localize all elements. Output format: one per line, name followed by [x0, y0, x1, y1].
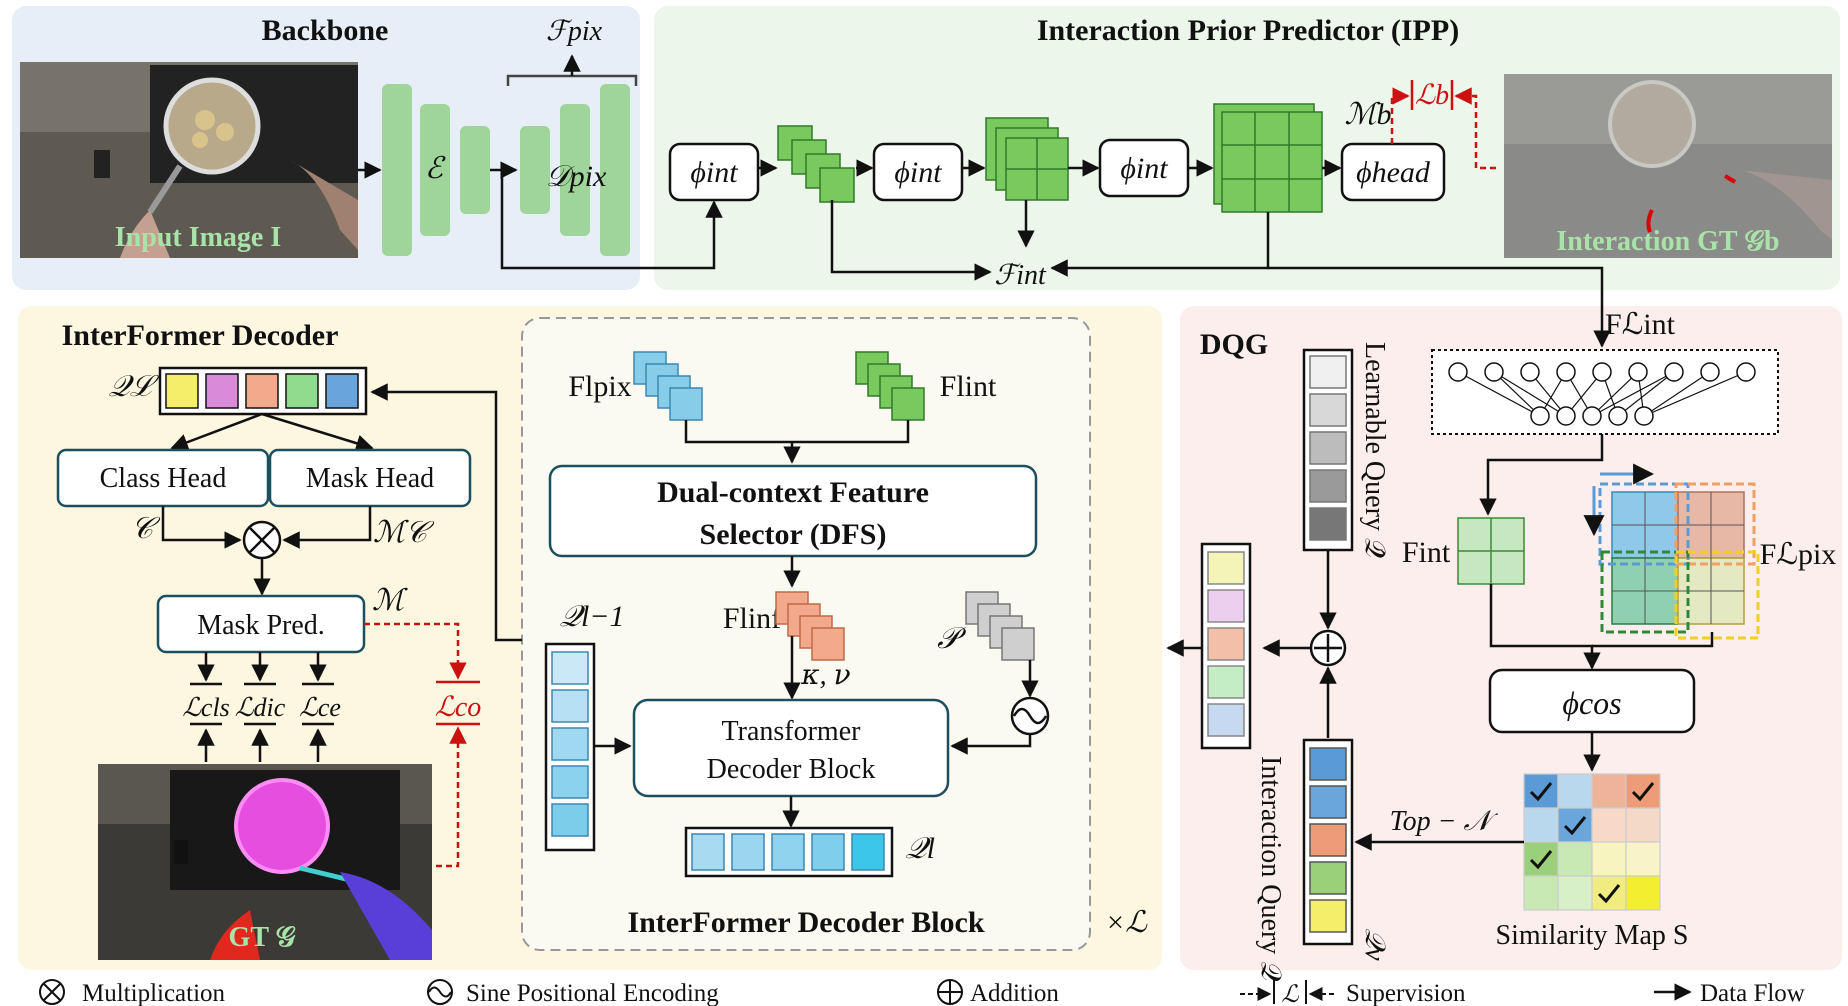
phi-int-label-3: ϕint: [1120, 152, 1168, 185]
loss-co-label: ℒco: [435, 692, 482, 723]
f-pix-dqg-label: Fℒpix: [1760, 538, 1837, 571]
phi-int-label-1: ϕint: [690, 156, 738, 189]
f-pix-label: ℱpix: [546, 16, 603, 47]
f-inf-label: Flinf: [723, 602, 781, 635]
p-stack: [965, 591, 1035, 661]
qv-bar: [1302, 738, 1354, 946]
phi-cos-label: ϕcos: [1562, 685, 1621, 721]
f-int-l-label: Flint: [940, 370, 997, 403]
interaction-query-label: Interaction Query 𝒬: [1255, 756, 1286, 981]
f-int-dqg-label: Fint: [1402, 536, 1451, 569]
dfs-label-2: Selector (DFS): [700, 518, 887, 551]
mlp-network: [1431, 349, 1779, 435]
f-pix-stack: [633, 351, 703, 421]
f-pix-grid: [1598, 482, 1760, 640]
legend-multiplication: Multiplication: [82, 980, 226, 1006]
block-title: InterFormer Decoder Block: [627, 906, 984, 939]
f-int-top-label: Fℒint: [1605, 308, 1676, 341]
kv-label: 𝜅, 𝜈: [800, 660, 850, 691]
loss-arrows: [190, 652, 334, 762]
backbone-title: Backbone: [262, 14, 389, 47]
decoder-title: InterFormer Decoder: [62, 319, 339, 352]
phi-head-label: ϕhead: [1356, 156, 1431, 189]
class-head-label: Class Head: [100, 463, 227, 494]
phi-int-label-2: ϕint: [894, 156, 942, 189]
q-prev-label: 𝒬l−1: [559, 600, 624, 633]
loss-dic-label: ℒdic: [235, 693, 286, 722]
mask-b-label: ℳb: [1344, 98, 1391, 131]
addition-legend-icon: [937, 979, 963, 1005]
loss-b-label: ℒb: [1415, 80, 1449, 111]
query-l-label: 𝒬ℒ: [108, 370, 160, 403]
pixel-decoder-label: 𝒟pix: [546, 160, 607, 193]
phi-int-block-2: [872, 142, 964, 202]
svg-text:ℒ: ℒ: [1281, 982, 1299, 1006]
similarity-label: Similarity Map S: [1496, 920, 1689, 951]
repeat-label: ×ℒ: [1105, 906, 1148, 939]
loss-ce-label: ℒce: [299, 693, 341, 722]
addition-icon: [1309, 629, 1347, 667]
learnable-query-label: Learnable Query 𝒬̂: [1359, 342, 1390, 558]
query-l-bar: [158, 366, 368, 416]
q-l-bar: [684, 826, 894, 878]
interaction-query-bar: [1200, 542, 1252, 750]
m-label: ℳ: [372, 584, 408, 617]
similarity-map: [1523, 773, 1661, 911]
f-inf-stack: [775, 591, 845, 661]
tdb-label-1: Transformer: [722, 716, 862, 747]
input-image: [20, 62, 358, 258]
gt-image: [98, 764, 432, 960]
legend-sine: Sine Positional Encoding: [466, 980, 719, 1006]
mask-head-label: Mask Head: [306, 463, 434, 494]
loss-cls-label: ℒcls: [182, 693, 230, 722]
dqg-title: DQG: [1200, 328, 1268, 361]
supervision-legend-icon: ℒ: [1240, 980, 1334, 1006]
gt-label: GT 𝒢: [229, 922, 297, 953]
legend: Multiplication Sine Positional Encoding …: [39, 979, 1805, 1006]
legend-data-flow: Data Flow: [1700, 980, 1805, 1006]
learnable-query-bar: [1302, 348, 1354, 552]
f-int-label: ℱint: [994, 260, 1047, 291]
f-int-stack: [855, 351, 925, 421]
q-l-label: 𝒬l: [905, 832, 935, 865]
f-pix-l-label: Flpix: [568, 370, 631, 403]
phi-int-block-1: [668, 142, 760, 202]
ipp-feature-medium: [985, 117, 1069, 201]
ipp-feature-large: [1213, 103, 1323, 213]
top-n-label: Top − 𝒩: [1390, 806, 1499, 837]
mc-label: ℳ𝒞: [373, 516, 435, 549]
sine-encoding-icon: [1010, 696, 1050, 736]
encoder: [382, 84, 490, 256]
multiply-legend-icon: [39, 979, 65, 1005]
tdb-label-2: Decoder Block: [707, 754, 876, 785]
ipp-feature-small: [777, 125, 855, 203]
ipp-title: Interaction Prior Predictor (IPP): [1037, 14, 1459, 47]
mask-pred-label: Mask Pred.: [197, 610, 325, 641]
interaction-gt-image: [1504, 74, 1832, 258]
legend-supervision: Supervision: [1346, 980, 1466, 1006]
check-icons: [1529, 782, 1655, 904]
qv-label: 𝒬v: [1359, 928, 1390, 961]
f-int-grid: [1457, 517, 1525, 585]
input-image-label: Input Image I: [115, 222, 281, 253]
q-prev-bar: [544, 642, 596, 852]
interaction-gt-label: Interaction GT 𝒢b: [1556, 226, 1779, 257]
multiply-icon: [242, 520, 282, 560]
legend-addition: Addition: [970, 980, 1059, 1006]
encoder-label: ℰ: [425, 152, 446, 185]
pixel-decoder: [520, 84, 630, 256]
sine-legend-icon: [427, 979, 453, 1005]
dfs-label-1: Dual-context Feature: [657, 476, 929, 509]
